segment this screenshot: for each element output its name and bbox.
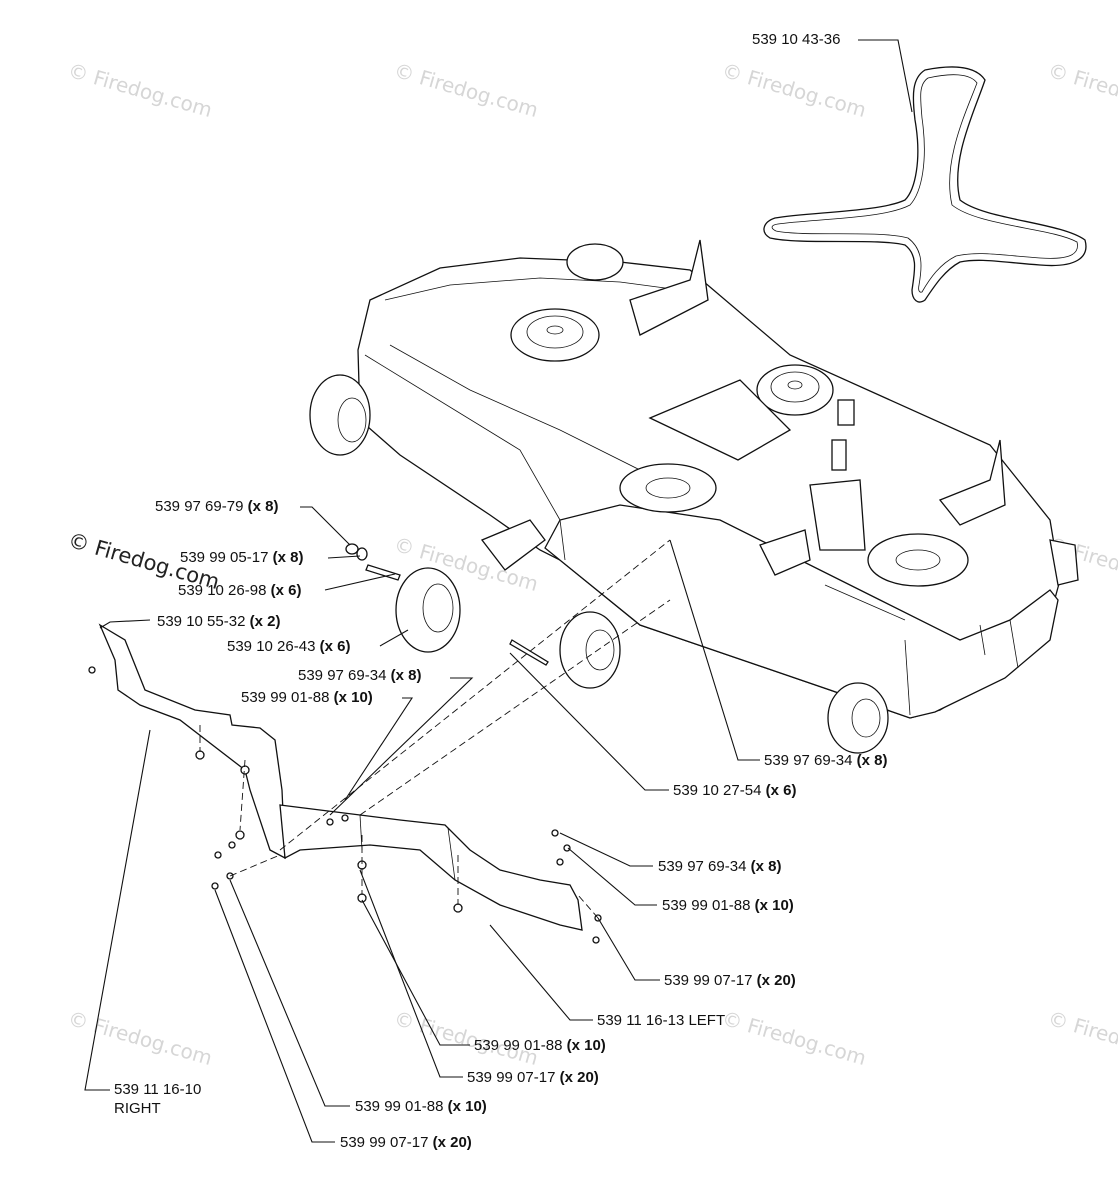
- callout-part: 539 10 26-43 (x 6): [227, 638, 351, 655]
- callout-part: 539 11 16-10: [114, 1081, 202, 1098]
- gauge-wheels: [309, 243, 889, 754]
- mower-deck: [357, 239, 1079, 719]
- callout-part: 539 99 05-17 (x 8): [180, 549, 304, 566]
- callout-part: 539 10 26-98 (x 6): [178, 582, 302, 599]
- callout-part: 539 97 69-79 (x 8): [155, 498, 279, 515]
- drive-belt: [763, 66, 1087, 303]
- callout-part: 539 99 01-88 (x 10): [474, 1037, 606, 1054]
- callout-part: 539 97 69-34 (x 8): [764, 752, 888, 769]
- leader-lines: [84, 506, 760, 1143]
- callout-part: 539 99 01-88 (x 10): [662, 897, 794, 914]
- callout-belt: 539 10 43-36: [752, 31, 841, 48]
- callout-part: 539 99 07-17 (x 20): [664, 972, 796, 989]
- callout-part: 539 99 07-17 (x 20): [340, 1134, 472, 1151]
- callout-part: 539 10 27-54 (x 6): [673, 782, 797, 799]
- callout-part: 539 11 16-13 LEFT: [597, 1012, 726, 1029]
- wheel-hardware: [345, 543, 549, 666]
- baffle-left: [279, 804, 583, 931]
- callout-part: 539 99 07-17 (x 20): [467, 1069, 599, 1086]
- callout-part: 539 99 01-88 (x 10): [355, 1098, 487, 1115]
- callout-part: 539 97 69-34 (x 8): [658, 858, 782, 875]
- callout-part: 539 10 55-32 (x 2): [157, 613, 281, 630]
- callout-part: 539 97 69-34 (x 8): [298, 667, 422, 684]
- callout-part-sub: RIGHT: [114, 1100, 161, 1117]
- callout-part: 539 99 01-88 (x 10): [241, 689, 373, 706]
- baffle-right: [98, 623, 286, 860]
